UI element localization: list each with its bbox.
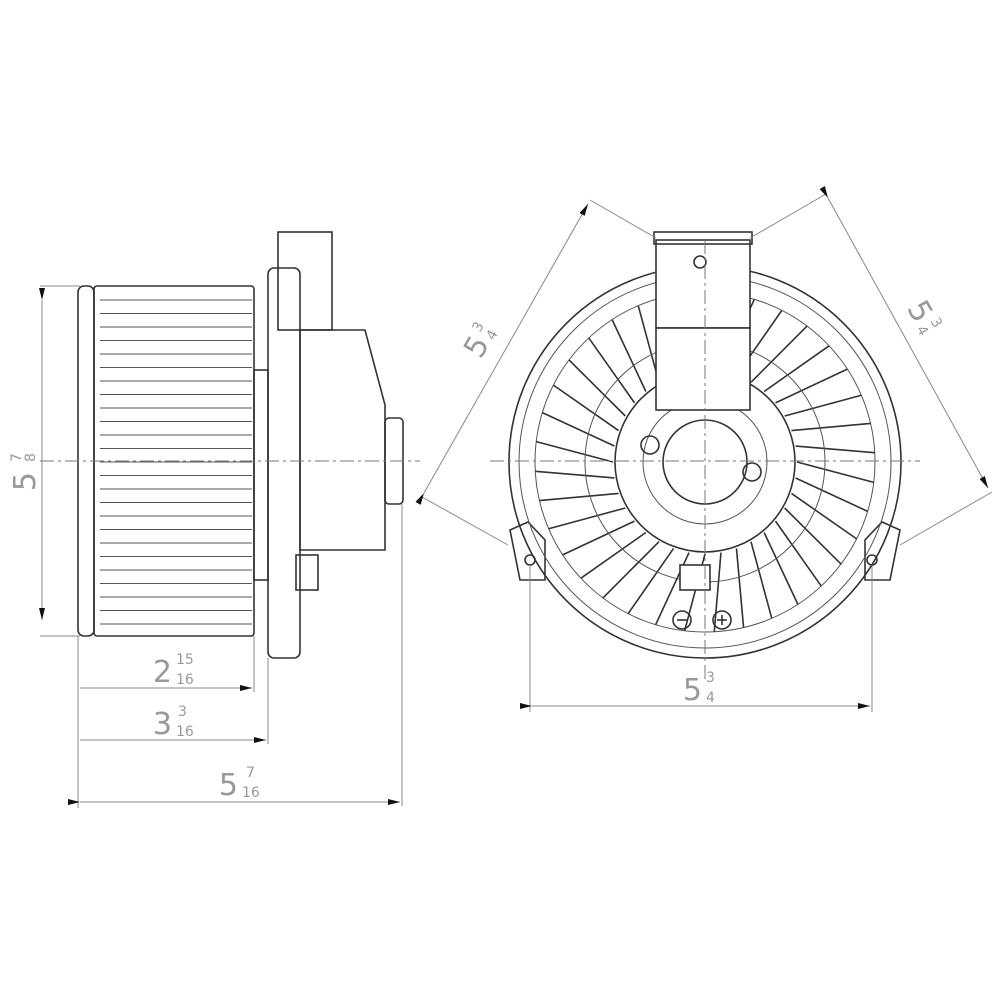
front-view bbox=[490, 231, 920, 680]
screw-right bbox=[742, 462, 762, 482]
svg-text:7: 7 bbox=[246, 765, 255, 781]
fan-spoke bbox=[539, 492, 619, 502]
svg-text:16: 16 bbox=[176, 672, 194, 688]
fan-spoke bbox=[548, 507, 626, 530]
fan-spoke bbox=[795, 445, 875, 454]
fan-spoke bbox=[790, 492, 858, 540]
fan-spoke bbox=[750, 325, 808, 383]
svg-text:3: 3 bbox=[153, 707, 172, 742]
diag-right-line bbox=[819, 186, 989, 489]
fan-hub-ring bbox=[253, 369, 269, 581]
fan-spoke bbox=[796, 461, 874, 484]
height-label: 5 7 8 bbox=[8, 453, 43, 491]
side-view bbox=[40, 231, 420, 659]
mount-plate bbox=[267, 267, 301, 659]
fan-spoke bbox=[562, 520, 635, 556]
svg-text:2: 2 bbox=[153, 655, 172, 690]
connector-latch bbox=[653, 231, 753, 245]
fan-spoke bbox=[735, 548, 745, 628]
fan-spoke bbox=[784, 394, 862, 417]
svg-text:15: 15 bbox=[176, 652, 194, 668]
mount-ear-right bbox=[864, 521, 901, 581]
svg-text:4: 4 bbox=[483, 327, 501, 343]
fan-spoke bbox=[552, 384, 620, 432]
connector-top bbox=[655, 239, 751, 329]
fan-spoke bbox=[627, 547, 675, 615]
fan-spoke bbox=[774, 520, 822, 587]
flange-depth-label: 3 3 16 bbox=[153, 704, 194, 742]
fan-spoke bbox=[541, 411, 615, 447]
fan-spoke bbox=[763, 345, 830, 393]
svg-text:16: 16 bbox=[242, 785, 260, 801]
motor-body bbox=[299, 329, 386, 551]
svg-text:8: 8 bbox=[23, 453, 39, 462]
fan-spoke bbox=[795, 477, 869, 513]
fan-spoke bbox=[750, 541, 773, 619]
fan-fins bbox=[100, 299, 252, 625]
fan-spoke bbox=[784, 507, 842, 565]
fan-spoke bbox=[611, 319, 647, 392]
svg-text:7: 7 bbox=[9, 453, 25, 462]
fan-spoke bbox=[568, 359, 626, 417]
mount-ear-left bbox=[509, 521, 546, 581]
svg-text:4: 4 bbox=[913, 323, 931, 339]
fan-spoke bbox=[791, 422, 871, 432]
side-dimensions: 5 7 8 2 15 16 3 3 16 5 7 16 bbox=[8, 285, 403, 808]
diag-right-label: 5 3 4 bbox=[900, 295, 945, 339]
svg-text:16: 16 bbox=[176, 724, 194, 740]
negative-terminal bbox=[672, 610, 692, 630]
fan-spoke bbox=[763, 532, 799, 605]
svg-text:3: 3 bbox=[706, 670, 715, 686]
fan-spoke bbox=[588, 337, 636, 404]
fan-spoke bbox=[602, 541, 660, 599]
svg-text:3: 3 bbox=[178, 704, 187, 720]
connector-housing bbox=[277, 231, 333, 331]
diag-left-line bbox=[415, 203, 589, 505]
svg-text:5: 5 bbox=[219, 768, 238, 803]
connector-neck bbox=[655, 327, 751, 411]
positive-terminal bbox=[712, 610, 732, 630]
connector-screw bbox=[693, 255, 707, 269]
overall-depth-label: 5 7 16 bbox=[219, 765, 260, 803]
svg-text:5: 5 bbox=[8, 472, 43, 491]
diag-left-label: 5 3 4 bbox=[457, 319, 502, 364]
fan-depth-label: 2 15 16 bbox=[153, 652, 194, 690]
terminal-block bbox=[295, 554, 319, 591]
fan-spoke bbox=[536, 440, 614, 463]
fan-spoke bbox=[580, 531, 647, 579]
screw-left bbox=[640, 435, 660, 455]
fan-spoke bbox=[535, 470, 615, 479]
svg-text:4: 4 bbox=[706, 690, 715, 706]
fan-spoke bbox=[713, 552, 722, 632]
mount-width-label: 5 3 4 bbox=[683, 670, 715, 708]
svg-text:5: 5 bbox=[683, 673, 702, 708]
